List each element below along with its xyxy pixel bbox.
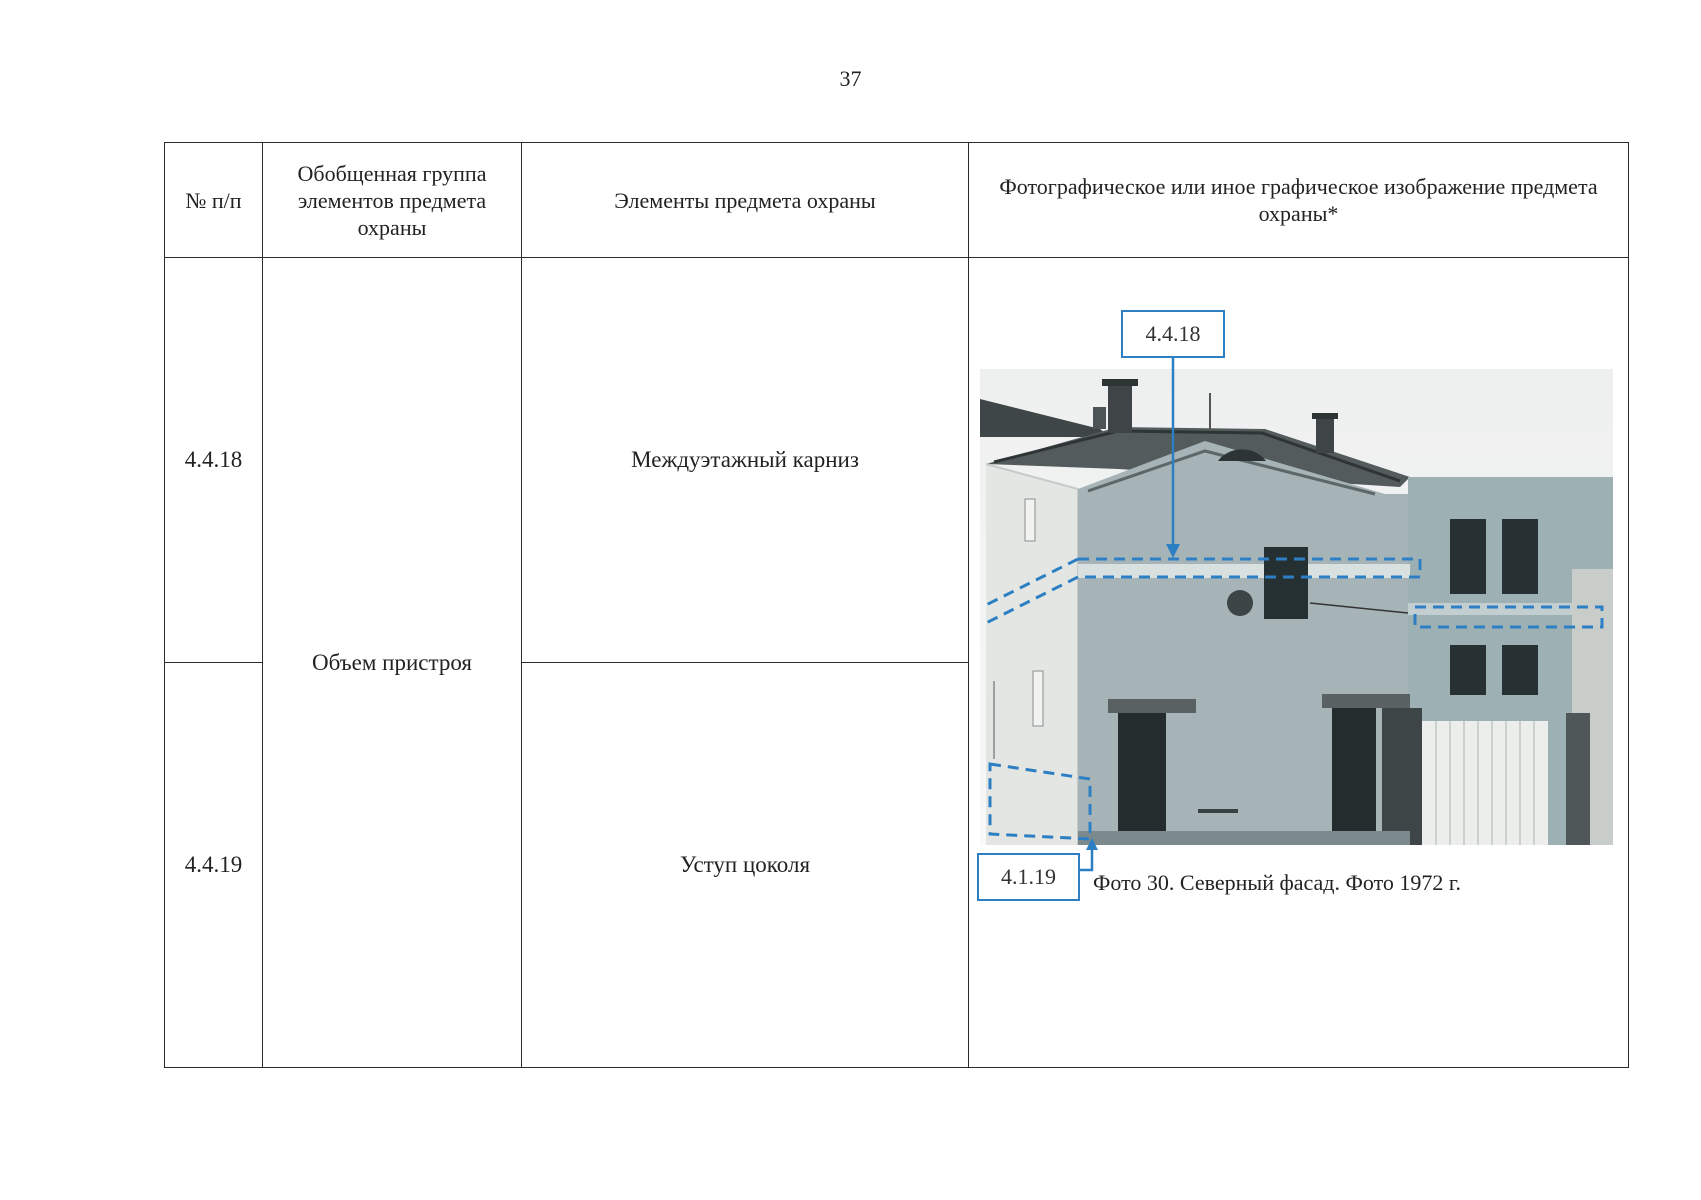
facade-photo	[980, 369, 1613, 845]
header-number: № п/п	[164, 142, 263, 258]
page-number: 37	[839, 66, 862, 91]
protection-table: № п/п Обобщенная группа элементов предме…	[164, 142, 1629, 1068]
header-group: Обобщенная группа элементов предмета охр…	[262, 142, 522, 258]
element-cell: Уступ цоколя	[521, 662, 969, 1068]
table-row: 4.4.19 Уступ цоколя	[164, 662, 1629, 1068]
row-number: 4.4.19	[164, 662, 263, 1068]
callout-label: 4.1.19	[977, 853, 1080, 901]
photo-annotation: 4.4.18 4.1.19 Фото 30. Северный фасад. Ф…	[969, 258, 1629, 1068]
table-row: 4.4.18 Объем пристроя Междуэтажный карни…	[164, 257, 1629, 1068]
element-cell: Междуэтажный карниз	[521, 257, 969, 663]
photo-cell: 4.4.18 4.1.19 Фото 30. Северный фасад. Ф…	[968, 257, 1629, 1068]
header-image: Фотографическое или иное графическое изо…	[968, 142, 1629, 258]
callout-label: 4.4.18	[1121, 310, 1225, 358]
group-cell: Объем пристроя	[262, 257, 522, 1068]
header-elements: Элементы предмета охраны	[521, 142, 969, 258]
callout-arrow-icon	[1080, 838, 1098, 872]
table-header-row: № п/п Обобщенная группа элементов предме…	[164, 142, 1629, 258]
callout-arrow-icon	[1166, 358, 1180, 558]
row-number: 4.4.18	[164, 257, 263, 663]
photo-caption: Фото 30. Северный фасад. Фото 1972 г.	[1093, 870, 1461, 895]
